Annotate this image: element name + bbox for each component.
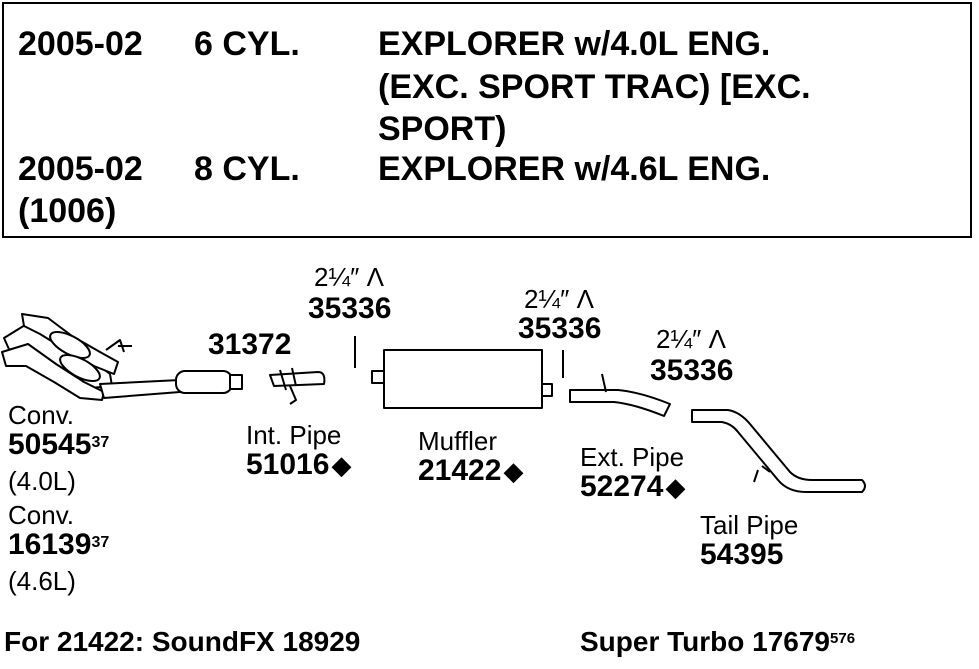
clamp-icon: Ʌ xyxy=(366,262,384,292)
footer-super-turbo-note: Super Turbo 17679576 xyxy=(580,626,856,657)
conv1-note: (4.0L) xyxy=(8,466,76,496)
clamp-icon: Ʌ xyxy=(576,284,594,314)
row2-years: 2005-02 xyxy=(18,150,143,188)
footer-soundfx-note: For 21422: SoundFX 18929 xyxy=(4,626,361,657)
int-pipe-label: Int. Pipe xyxy=(246,420,342,450)
tail-pipe xyxy=(691,409,866,493)
clamp-icon: Ʌ xyxy=(708,324,726,354)
int-pipe-part-number: 51016◆ xyxy=(246,448,352,481)
row2-cylinders: 8 CYL. xyxy=(194,150,300,188)
row1-years: 2005-02 xyxy=(18,25,143,63)
row2-desc-line1: EXPLORER w/4.6L ENG. xyxy=(378,150,771,188)
diamond-icon: ◆ xyxy=(331,450,352,480)
muffler-body xyxy=(371,349,553,409)
converter-assembly xyxy=(1,313,243,401)
muffler-label: Muffler xyxy=(418,426,497,456)
extension-pipe xyxy=(569,373,671,417)
conv1-label: Conv. xyxy=(8,400,74,430)
row1-desc-line2: (EXC. SPORT TRAC) [EXC. xyxy=(378,68,811,106)
clamp1-part-number: 35336 xyxy=(308,292,392,325)
clamp2-size: 2¼″ Ʌ xyxy=(524,284,594,314)
conv2-note: (4.6L) xyxy=(8,566,76,596)
conv2-label: Conv. xyxy=(8,500,74,530)
ext-pipe-part-number: 52274◆ xyxy=(580,470,686,503)
vehicle-header: 2005-02 6 CYL. EXPLORER w/4.0L ENG. (EXC… xyxy=(2,2,972,238)
diamond-icon: ◆ xyxy=(503,456,524,486)
conv2-part-number: 1613937 xyxy=(8,528,110,561)
row1-cylinders: 6 CYL. xyxy=(194,25,300,63)
conv1-part-number: 5054537 xyxy=(8,428,110,461)
diamond-icon: ◆ xyxy=(665,472,686,502)
clamp3-size: 2¼″ Ʌ xyxy=(656,324,726,354)
clamp2-part-number: 35336 xyxy=(518,312,602,345)
intermediate-pipe xyxy=(269,367,326,405)
muffler-part-number: 21422◆ xyxy=(418,454,524,487)
tail-pipe-part-number: 54395 xyxy=(700,538,784,571)
clamp1-size: 2¼″ Ʌ xyxy=(314,262,384,292)
row1-desc-line1: EXPLORER w/4.0L ENG. xyxy=(378,25,771,63)
clamp3-part-number: 35336 xyxy=(650,354,734,387)
ext-pipe-label: Ext. Pipe xyxy=(580,442,685,472)
row1-desc-line3: SPORT) xyxy=(378,110,507,148)
hanger-part-number: 31372 xyxy=(208,328,292,361)
tail-pipe-label: Tail Pipe xyxy=(700,510,799,540)
application-code: (1006) xyxy=(18,192,117,230)
